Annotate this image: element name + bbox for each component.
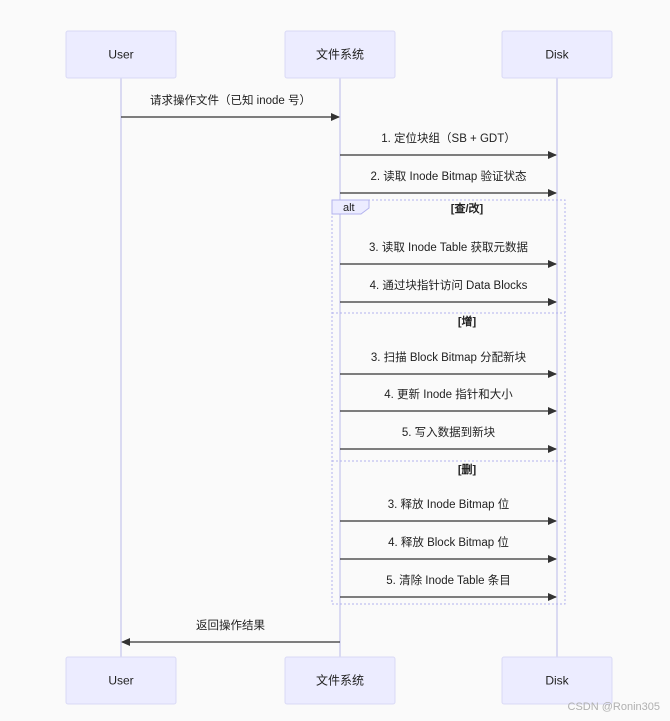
message-label: 1. 定位块组（SB + GDT） <box>381 131 516 145</box>
alt-section-label: [增] <box>458 314 477 328</box>
actor-box <box>284 30 396 79</box>
actor-disk-bottom: Disk <box>501 656 613 705</box>
alt-section-label: [查/改] <box>451 201 484 215</box>
message-label: 5. 清除 Inode Table 条目 <box>386 573 510 587</box>
message-label: 返回操作结果 <box>196 618 265 632</box>
actor-label: User <box>108 674 133 688</box>
actor-user-bottom: User <box>65 656 177 705</box>
actor-box <box>65 656 177 705</box>
actor-box <box>501 30 613 79</box>
message-label: 2. 读取 Inode Bitmap 验证状态 <box>371 169 527 183</box>
message-4: 3. 读取 Inode Table 获取元数据 <box>340 240 557 268</box>
message-label: 3. 读取 Inode Table 获取元数据 <box>369 240 528 254</box>
message-label: 3. 释放 Inode Bitmap 位 <box>388 497 509 511</box>
message-5: 4. 通过块指针访问 Data Blocks <box>340 278 557 306</box>
actor-disk-top: Disk <box>501 30 613 79</box>
message-2: 1. 定位块组（SB + GDT） <box>340 131 557 159</box>
message-label: 4. 通过块指针访问 Data Blocks <box>370 278 528 292</box>
message-11: 5. 清除 Inode Table 条目 <box>340 573 557 601</box>
alt-frame-border <box>331 199 566 605</box>
message-6: 3. 扫描 Block Bitmap 分配新块 <box>340 350 557 378</box>
message-label: 请求操作文件（已知 inode 号） <box>150 93 311 107</box>
message-9: 3. 释放 Inode Bitmap 位 <box>340 497 557 525</box>
message-label: 5. 写入数据到新块 <box>402 425 496 439</box>
actor-label: 文件系统 <box>316 47 364 62</box>
actor-fs-top: 文件系统 <box>284 30 396 79</box>
message-1: 请求操作文件（已知 inode 号） <box>121 93 340 121</box>
actor-label: User <box>108 48 133 62</box>
actor-box <box>65 30 177 79</box>
actor-user-top: User <box>65 30 177 79</box>
actor-label: Disk <box>545 674 569 688</box>
actor-fs-bottom: 文件系统 <box>284 656 396 705</box>
message-7: 4. 更新 Inode 指针和大小 <box>340 387 557 415</box>
message-label: 3. 扫描 Block Bitmap 分配新块 <box>371 350 527 364</box>
message-label: 4. 释放 Block Bitmap 位 <box>388 535 509 549</box>
alt-section-label: [删] <box>458 462 477 476</box>
watermark: CSDN @Ronin305 <box>567 701 661 713</box>
message-3: 2. 读取 Inode Bitmap 验证状态 <box>340 169 557 197</box>
actor-box <box>501 656 613 705</box>
actor-label: 文件系统 <box>316 673 364 688</box>
message-label: 4. 更新 Inode 指针和大小 <box>384 387 513 401</box>
actor-label: Disk <box>545 48 569 62</box>
alt-frame: alt [查/改] [增] [删] <box>331 199 566 605</box>
message-8: 5. 写入数据到新块 <box>340 425 557 453</box>
message-12: 返回操作结果 <box>121 618 340 646</box>
actor-box <box>284 656 396 705</box>
alt-frame-kind: alt <box>343 202 355 214</box>
alt-frame-tab <box>331 199 370 215</box>
message-10: 4. 释放 Block Bitmap 位 <box>340 535 557 563</box>
